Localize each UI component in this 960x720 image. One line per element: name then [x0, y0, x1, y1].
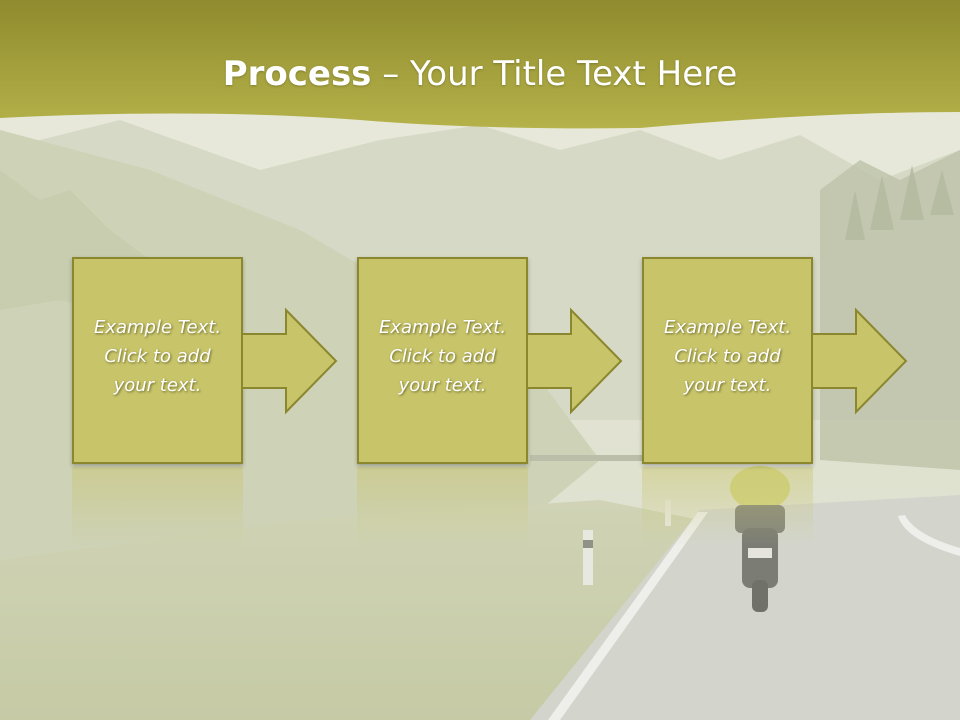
right-arrow-icon [811, 307, 908, 415]
text-line: Example Text. [378, 317, 507, 338]
title-rest: – Your Title Text Here [371, 54, 738, 94]
text-line: your text. [113, 375, 202, 396]
text-line: Click to add [674, 346, 781, 367]
title-bold: Process [222, 54, 372, 94]
text-line: Click to add [104, 346, 211, 367]
text-line: Example Text. [663, 317, 792, 338]
text-line: Click to add [389, 346, 496, 367]
box-reflection [357, 467, 528, 547]
process-box-text: Example Text. Click to add your text. [359, 313, 526, 400]
slide-title[interactable]: Process – Your Title Text Here [0, 52, 960, 96]
process-box-text: Example Text. Click to add your text. [644, 313, 811, 400]
process-box-1[interactable]: Example Text. Click to add your text. [72, 257, 243, 464]
right-arrow-icon [241, 307, 338, 415]
text-line: your text. [398, 375, 487, 396]
box-reflection [72, 467, 243, 547]
text-line: your text. [683, 375, 772, 396]
process-box-text: Example Text. Click to add your text. [74, 313, 241, 400]
process-box-3[interactable]: Example Text. Click to add your text. [642, 257, 813, 464]
right-arrow-icon [526, 307, 623, 415]
text-line: Example Text. [93, 317, 222, 338]
process-box-2[interactable]: Example Text. Click to add your text. [357, 257, 528, 464]
box-reflection [642, 467, 813, 547]
